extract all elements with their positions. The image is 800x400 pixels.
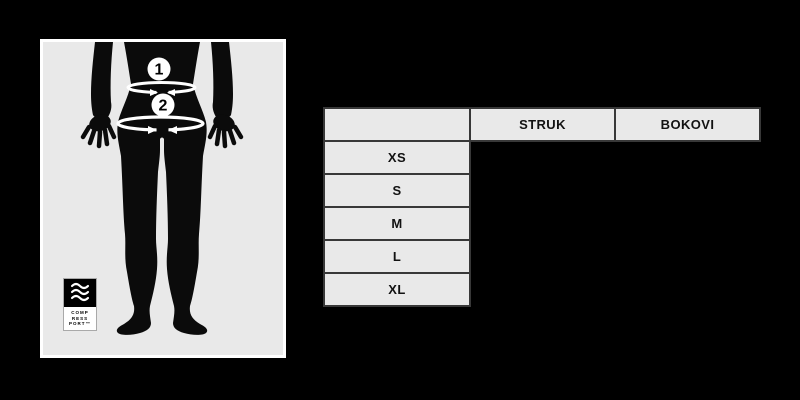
- size-label-xl: XL: [323, 272, 471, 307]
- header-cell-bokovi: BOKOVI: [614, 107, 761, 142]
- size-table: STRUK BOKOVI XS S M L: [323, 107, 761, 307]
- size-label-s: S: [323, 173, 471, 208]
- brand-logo-waves-icon: [64, 279, 96, 307]
- size-table-header-row: STRUK BOKOVI: [323, 107, 761, 142]
- hips-arrowhead-right: [168, 126, 177, 134]
- value-cell-xs-bokovi: [615, 141, 760, 174]
- hips-measure-group: 2: [116, 93, 205, 135]
- brand-logo: COMP RESS PORT™: [63, 278, 97, 331]
- right-arm-silhouette: [210, 42, 241, 146]
- value-cell-xl-bokovi: [615, 273, 760, 306]
- left-arm-silhouette: [80, 42, 117, 149]
- waist-arrow-gap: [156, 88, 169, 97]
- table-row-l: L: [323, 239, 760, 274]
- brand-logo-text: COMP RESS PORT™: [64, 307, 96, 327]
- size-label-xs: XS: [323, 140, 471, 175]
- table-row-xl: XL: [323, 272, 760, 307]
- hips-arrow-gap: [156, 125, 169, 135]
- value-cell-m-struk: [470, 207, 615, 240]
- value-cell-s-bokovi: [615, 174, 760, 207]
- waist-arrowhead-left: [150, 89, 158, 96]
- brand-logo-line: PORT™: [68, 321, 91, 327]
- hips-marker-number: 2: [159, 98, 168, 115]
- hips-arrowhead-left: [148, 126, 157, 134]
- size-label-m: M: [323, 206, 471, 241]
- waist-marker-badge: [147, 57, 171, 81]
- brand-logo-line: RESS: [71, 315, 89, 321]
- table-row-xs: XS: [323, 140, 760, 175]
- value-cell-l-struk: [470, 240, 615, 273]
- table-row-m: M: [323, 206, 760, 241]
- table-row-s: S: [323, 173, 760, 208]
- brand-logo-line: COMP: [71, 310, 89, 315]
- waist-marker-number: 1: [155, 62, 164, 79]
- hips-marker-badge: [151, 93, 175, 117]
- waist-measure-group: 1: [126, 57, 197, 97]
- body-silhouette: [116, 42, 208, 335]
- value-cell-l-bokovi: [615, 240, 760, 273]
- value-cell-xs-struk: [470, 141, 615, 174]
- size-label-l: L: [323, 239, 471, 274]
- waist-arrowhead-right: [167, 89, 175, 96]
- measurement-panel: 1 2 COMP RESS PORT™: [40, 39, 286, 358]
- value-cell-xl-struk: [470, 273, 615, 306]
- header-cell-struk: STRUK: [469, 107, 616, 142]
- value-cell-s-struk: [470, 174, 615, 207]
- value-cell-m-bokovi: [615, 207, 760, 240]
- corner-header-cell: [323, 107, 471, 142]
- body-silhouette-figure: 1 2: [80, 42, 283, 335]
